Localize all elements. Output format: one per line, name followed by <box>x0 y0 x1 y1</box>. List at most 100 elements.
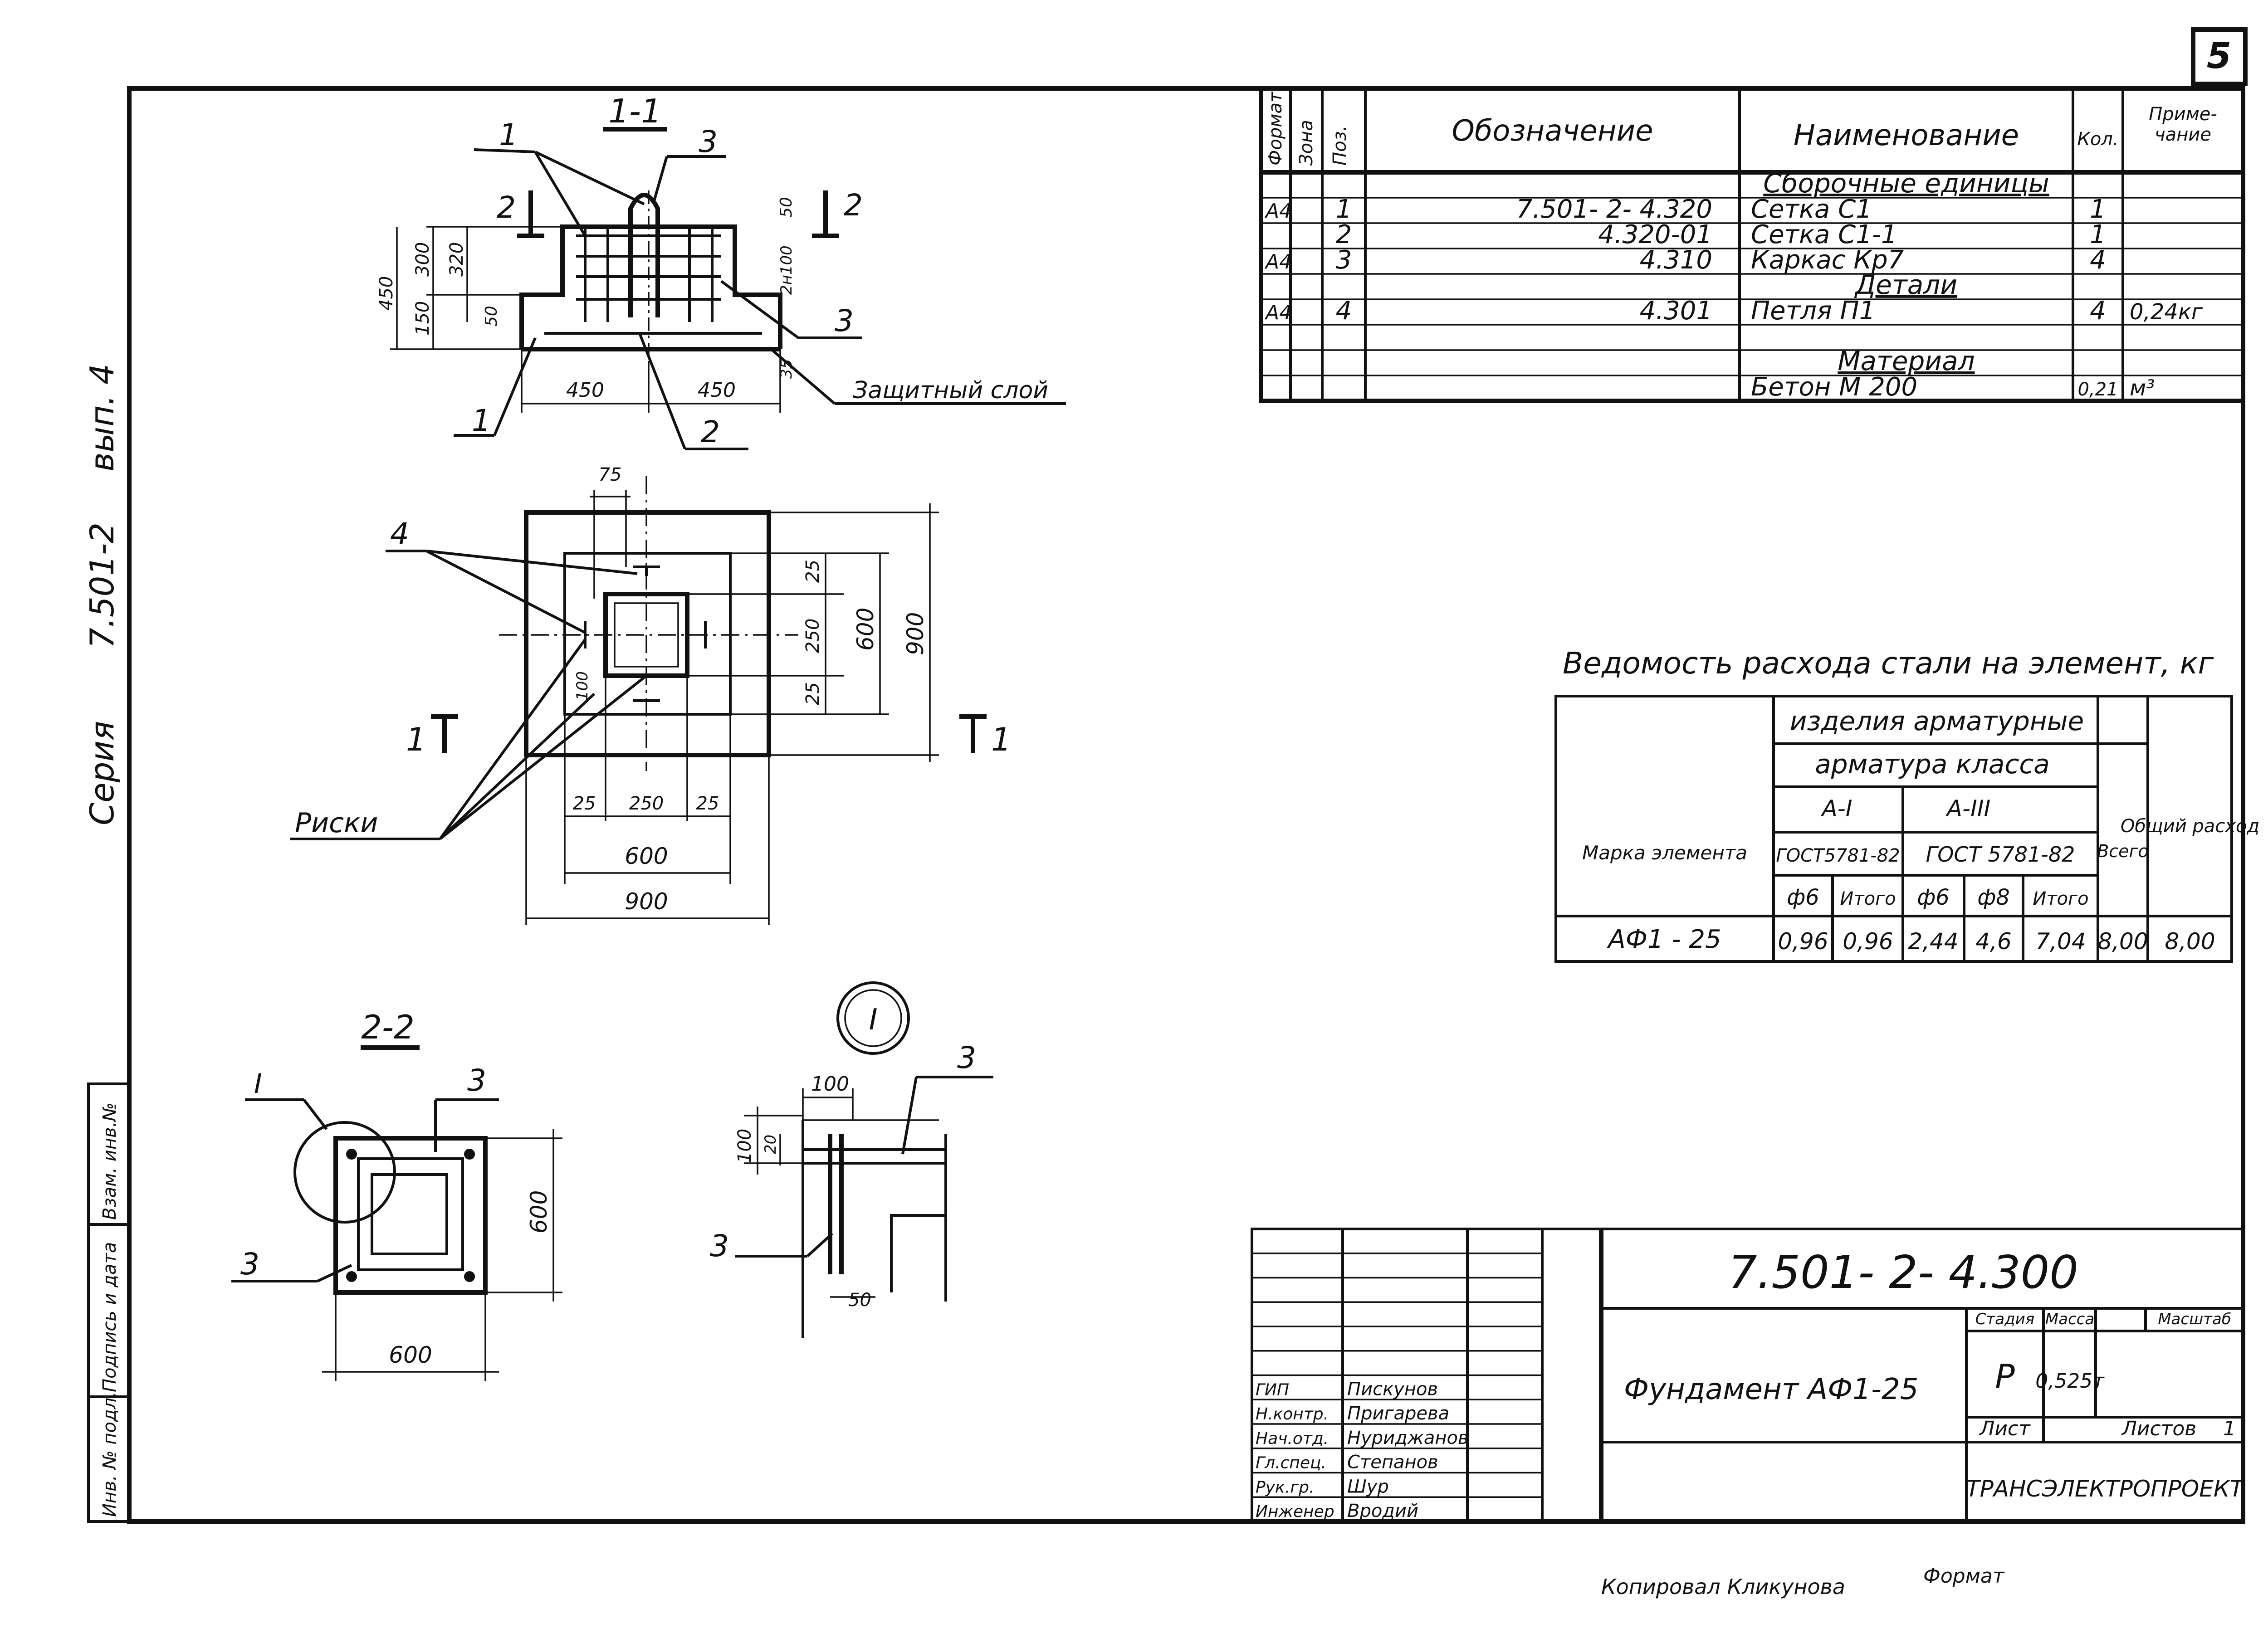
spec-name: Бетон М 200 <box>1751 372 1917 402</box>
steel-h-overall: Общий расход <box>2121 816 2259 837</box>
spec-h-pos: Поз. <box>1330 125 1350 166</box>
plan-dim-900-v: 900 <box>902 612 929 655</box>
pos-1-top: 1 <box>499 117 518 152</box>
section-2-2: 2-2 I 3 3 600 600 <box>231 1008 562 1381</box>
sec-2-left: 2 <box>497 190 516 225</box>
sec-1-right: 1 <box>991 721 1012 758</box>
steel-val-0: 0,96 <box>1778 928 1828 955</box>
sec-1-left: 1 <box>406 721 426 758</box>
steel-h-a3: А-III <box>1945 795 1990 822</box>
spec-h-zone: Зона <box>1296 120 1317 166</box>
steel-row-mark: АФ1 - 25 <box>1607 925 1721 954</box>
spec-name: Сетка С1 <box>1751 195 1872 224</box>
spec-format: А4 <box>1264 250 1292 273</box>
stage-value: Р <box>1995 1357 2015 1395</box>
plan-dim-25-bot: 25 <box>802 682 823 705</box>
detail-dim-20: 20 <box>762 1135 780 1154</box>
doc-code: 7.501- 2- 4.300 <box>1728 1246 2078 1299</box>
dim-150: 150 <box>412 301 433 336</box>
dim-22-600-h: 600 <box>389 1342 432 1368</box>
tb-person: Шур <box>1347 1476 1389 1497</box>
tb-person: Пригарева <box>1347 1403 1449 1424</box>
format-label: Формат <box>1923 1565 2005 1588</box>
org-name: ТРАНСЭЛЕКТРОПРОЕКТ <box>1966 1476 2245 1502</box>
steel-h-a1: А-I <box>1821 795 1853 822</box>
steel-val-6: 8,00 <box>2165 928 2215 955</box>
pos-2-bottom: 2 <box>701 414 720 449</box>
spec-h-format: Формат <box>1265 91 1286 166</box>
tb-person: Нуриджанов <box>1347 1428 1469 1448</box>
pos-3-right: 3 <box>835 303 854 338</box>
stage-label: Стадия <box>1975 1310 2034 1328</box>
spec-h-note-2: чание <box>2155 124 2211 145</box>
tb-role: Н.контр. <box>1256 1405 1329 1424</box>
sec-2-right: 2 <box>844 188 863 223</box>
plan-dim-900-h: 900 <box>625 888 668 915</box>
spec-designation: 7.501- 2- 4.320 <box>1516 195 1712 224</box>
steel-h-mark: Марка элемента <box>1582 842 1747 864</box>
plan-dim-600-h: 600 <box>625 843 668 869</box>
spec-h-note: Приме- <box>2149 104 2217 125</box>
detail-I: I 100 20 100 50 3 3 <box>710 981 993 1338</box>
side-series-label: Серия <box>83 721 121 825</box>
tb-role: Гл.спец. <box>1256 1454 1326 1472</box>
spec-qty: 1 <box>2090 220 2106 249</box>
plan-dim-600-v: 600 <box>852 608 879 651</box>
steel-table-title: Ведомость расхода стали на элемент, кг <box>1563 646 2214 681</box>
detail-dim-50: 50 <box>848 1290 871 1311</box>
dim-50-left: 50 <box>482 306 501 327</box>
plan-dim-25-top: 25 <box>802 560 823 583</box>
spec-designation: 4.310 <box>1640 245 1712 275</box>
tb-role: Нач.отд. <box>1256 1429 1329 1448</box>
pos-3-detail-top: 3 <box>957 1040 976 1075</box>
section-2-2-label: 2-2 <box>361 1008 415 1046</box>
steel-h-items: изделия арматурные <box>1790 706 2084 736</box>
dim-450-v: 450 <box>376 276 397 311</box>
copied-by: Копировал Кликунова <box>1601 1575 1845 1599</box>
steel-sub-total-a: Итого <box>1840 888 1896 909</box>
pos-1-bottom: 1 <box>472 403 491 438</box>
spec-note: 0,24кг <box>2130 299 2203 325</box>
plan-dim-250-v: 250 <box>802 619 823 653</box>
spec-pos: 1 <box>1336 195 1352 224</box>
section-1-1: 1-1 450 300 150 320 50 50 2н100 35 <box>376 92 1066 450</box>
dim-22-600-v: 600 <box>526 1190 552 1233</box>
steel-sub-f8: ф8 <box>1977 885 2010 910</box>
sheets-value: 1 <box>2223 1417 2236 1440</box>
spec-qty: 0,21 <box>2077 379 2118 400</box>
spec-section: Сборочные единицы <box>1763 168 2049 199</box>
spec-h-designation: Обозначение <box>1452 114 1653 148</box>
dim-300: 300 <box>412 242 433 277</box>
tb-person: Пискунов <box>1347 1379 1438 1399</box>
steel-h-class: арматура класса <box>1815 749 2050 780</box>
spec-designation: 4.320-01 <box>1598 220 1712 249</box>
steel-h-gost2: ГОСТ 5781-82 <box>1926 842 2075 867</box>
dim-450-b2: 450 <box>698 379 736 402</box>
tb-role: Инженер <box>1256 1502 1334 1521</box>
steel-h-gost1: ГОСТ5781-82 <box>1776 845 1900 866</box>
dim-450-b1: 450 <box>566 379 604 402</box>
spec-name: Петля П1 <box>1751 296 1875 326</box>
dim-50-right: 50 <box>777 197 796 218</box>
pos-4-label: 4 <box>390 517 409 551</box>
dim-2n100: 2н100 <box>777 245 796 295</box>
spec-note: м³ <box>2130 375 2155 401</box>
sheet-frame <box>127 86 2245 1524</box>
scale-label: Масштаб <box>2158 1310 2231 1328</box>
plan-view: 25 250 25 600 900 25 250 25 600 900 75 1… <box>290 464 1012 925</box>
spec-qty: 4 <box>2090 296 2106 326</box>
spec-designation: 4.301 <box>1640 296 1712 326</box>
steel-val-2: 2,44 <box>1908 928 1958 955</box>
spec-h-name: Наименование <box>1794 119 2019 152</box>
detail-dim-100-v: 100 <box>734 1129 755 1163</box>
mass-value: 0,525т <box>2035 1370 2105 1393</box>
stamp-inv-label: Инв. № подл. <box>99 1392 120 1517</box>
protective-layer-label: Защитный слой <box>853 377 1048 404</box>
steel-table: изделия арматурные арматура класса А-I А… <box>1554 695 2259 963</box>
plan-dim-75: 75 <box>599 464 622 485</box>
left-stamp: Инв. № подл. Подпись и дата Взам. инв.№ <box>87 1082 131 1523</box>
steel-sub-f6a: ф6 <box>1787 885 1819 910</box>
sheets-label: Листов <box>2121 1417 2196 1440</box>
steel-val-3: 4,6 <box>1975 928 2012 955</box>
